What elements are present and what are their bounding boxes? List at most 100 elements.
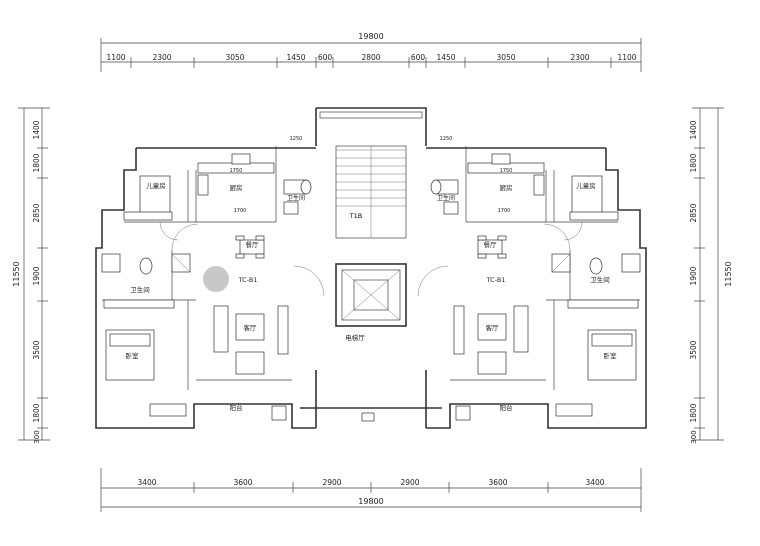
stair-label: T1B	[349, 212, 363, 220]
right-dimension-chain: 1400 1800 2850 1900 3500 1800 300 11550	[689, 107, 733, 444]
sink	[231, 153, 251, 165]
kitchen-width-label: 1750	[230, 168, 243, 174]
main-bathroom-label: 卫生间	[590, 275, 610, 284]
left-seg-label: 1800	[32, 403, 41, 422]
right-seg-label: 2850	[689, 203, 698, 222]
washer	[621, 253, 641, 273]
unit-tag-label: TC-B1	[238, 276, 258, 284]
bottom-seg-label: 3400	[137, 478, 156, 487]
kitchen-label: 厨房	[230, 183, 243, 192]
bath-width-label: 1250	[440, 136, 453, 142]
left-seg-label: 300	[33, 430, 41, 443]
child-bedroom-label: 儿童房	[146, 181, 166, 190]
top-seg-label: 600	[411, 53, 426, 62]
top-dimension-chain: 19800 1100 2300 3050 1450 600 2800 600 1…	[100, 32, 642, 72]
right-seg-label: 1400	[689, 120, 698, 139]
child-bedroom-label: 儿童房	[576, 181, 596, 190]
left-seg-label: 1900	[32, 266, 41, 285]
elevator-hall-label: 电梯厅	[345, 333, 365, 342]
stove	[197, 174, 209, 196]
bottom-total-label: 19800	[358, 497, 383, 506]
left-seg-label: 1800	[32, 153, 41, 172]
bottom-seg-label: 2900	[322, 478, 341, 487]
sofa	[513, 305, 529, 353]
wardrobe	[103, 299, 175, 309]
bottom-seg-label: 3600	[488, 478, 507, 487]
armchair	[477, 351, 507, 375]
wardrobe	[123, 211, 173, 221]
washbasin	[283, 201, 299, 215]
dining-label: 餐厅	[246, 240, 260, 249]
location-marker	[203, 266, 229, 292]
washbasin	[443, 201, 459, 215]
left-total-label: 11550	[12, 261, 21, 286]
living-label: 客厅	[244, 323, 258, 332]
bath-width-label: 1250	[290, 136, 303, 142]
kitchen-width-label: 1750	[500, 168, 513, 174]
main-bathroom-label: 卫生间	[130, 285, 150, 294]
coffee-table	[235, 313, 265, 341]
top-total-label: 19800	[358, 32, 383, 41]
top-seg-label: 1100	[106, 53, 125, 62]
left-seg-label: 2850	[32, 203, 41, 222]
left-dimension-chain: 11550 1400 1800 2850 1900 3500 1800 300	[12, 107, 50, 444]
tv-cabinet	[277, 305, 289, 355]
bathroom-label: 卫生间	[287, 194, 305, 202]
dining-table	[477, 239, 503, 255]
top-seg-label: 2800	[361, 53, 380, 62]
kitchen-label: 厨房	[500, 183, 513, 192]
right-seg-label: 3500	[689, 340, 698, 359]
stove	[533, 174, 545, 196]
left-seg-label: 3500	[32, 340, 41, 359]
toilet	[300, 179, 312, 195]
dining-table	[239, 239, 265, 255]
sink	[491, 153, 511, 165]
bedroom-label: 卧室	[126, 351, 140, 360]
bottom-dimension-chain: 3400 3600 2900 2900 3600 3400 19800	[100, 468, 642, 512]
balcony-label: 阳台	[230, 403, 243, 412]
central-core: T1B 电梯厅	[300, 107, 442, 428]
bedroom-label: 卧室	[604, 351, 618, 360]
top-seg-label: 2300	[570, 53, 589, 62]
bottom-seg-label: 3400	[585, 478, 604, 487]
unit-tag-label: TC-B1	[486, 276, 506, 284]
top-seg-label: 1450	[286, 53, 305, 62]
tv-cabinet	[453, 305, 465, 355]
kitchen-depth-label: 1700	[234, 208, 247, 214]
top-seg-label: 3050	[225, 53, 244, 62]
top-seg-label: 600	[318, 53, 333, 62]
toilet	[589, 257, 603, 275]
right-seg-label: 1800	[689, 153, 698, 172]
top-seg-label: 3050	[496, 53, 515, 62]
coffee-table	[477, 313, 507, 341]
armchair	[235, 351, 265, 375]
right-seg-label: 1800	[689, 403, 698, 422]
dining-label: 餐厅	[484, 240, 498, 249]
living-label: 客厅	[486, 323, 500, 332]
top-seg-label: 1100	[617, 53, 636, 62]
right-unit-labels: 厨房 1750 1700 儿童房 卫生间 1250 餐厅 TC-B1 卫生间 客…	[437, 136, 617, 412]
bathroom-label: 卫生间	[437, 194, 455, 202]
bottom-seg-label: 2900	[400, 478, 419, 487]
bottom-seg-label: 3600	[233, 478, 252, 487]
washer	[101, 253, 121, 273]
right-total-label: 11550	[724, 261, 733, 286]
wardrobe	[569, 211, 619, 221]
child-bed	[571, 175, 603, 217]
toilet	[430, 179, 442, 195]
left-unit	[95, 146, 325, 429]
balcony-label: 阳台	[500, 403, 513, 412]
sofa	[213, 305, 229, 353]
right-seg-label: 300	[690, 430, 698, 443]
right-unit	[417, 146, 647, 429]
top-seg-label: 2300	[152, 53, 171, 62]
child-bed	[139, 175, 171, 217]
right-seg-label: 1900	[689, 266, 698, 285]
kitchen-depth-label: 1700	[498, 208, 511, 214]
top-seg-label: 1450	[436, 53, 455, 62]
stair: T1B	[335, 145, 407, 239]
toilet	[139, 257, 153, 275]
left-unit-labels: 厨房 1750 1700 儿童房 卫生间 1250 餐厅 TC-B1 卫生间 客…	[126, 136, 306, 412]
left-seg-label: 1400	[32, 120, 41, 139]
